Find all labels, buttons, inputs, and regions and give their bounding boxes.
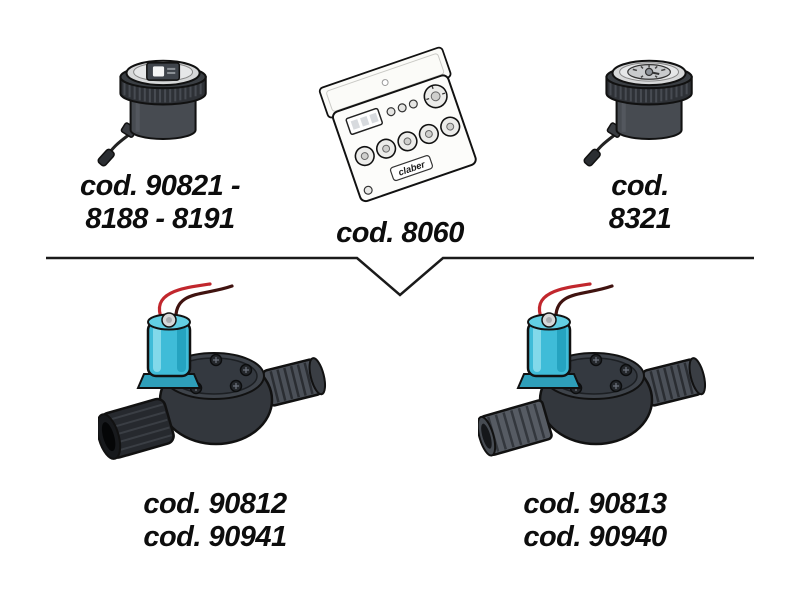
solenoid-valve-male-illustration <box>478 278 716 483</box>
controller-lcd <box>345 107 383 135</box>
timer-top-cap <box>125 59 201 87</box>
timer-left-code-label: cod. 90821 - 8188 - 8191 <box>38 170 282 236</box>
controller-code-text: cod. 8060 <box>336 217 464 249</box>
timer-left-code-line1: cod. 90821 - <box>79 170 241 202</box>
claber-logo: claber <box>389 155 434 182</box>
timer-right-code-line2: 8321 <box>608 203 672 235</box>
valve-right-code-line1: cod. 90813 <box>523 488 667 520</box>
valve-left-code-label: cod. 90812 cod. 90941 <box>95 488 335 554</box>
battery-timer-left-illustration <box>92 44 224 172</box>
solenoid-valve-female-illustration <box>98 278 336 483</box>
controller-drawing: claber <box>318 46 477 203</box>
controller-lid <box>318 46 452 119</box>
connector-line <box>46 256 754 297</box>
timer-right-code-line1: cod. <box>611 170 669 202</box>
timer-right-code-label: cod. 8321 <box>560 170 720 236</box>
controller-main-dial <box>423 84 448 109</box>
battery-timer-left-drawing <box>97 59 207 167</box>
valve-right-code-label: cod. 90813 cod. 90940 <box>475 488 715 554</box>
timer-top-cap <box>611 59 687 87</box>
valve-solenoid <box>136 312 202 389</box>
valve-inlet-male-thread <box>478 399 553 457</box>
valve-left-code-line1: cod. 90812 <box>143 488 287 520</box>
valve-male-drawing <box>478 282 707 457</box>
valve-wires <box>158 282 234 322</box>
controller-buttons <box>386 99 418 117</box>
valve-wires <box>538 282 614 322</box>
timer-dial <box>627 64 672 80</box>
timer-left-code-line2: 8188 - 8191 <box>85 203 235 235</box>
valve-female-drawing <box>98 282 327 460</box>
battery-timer-right-drawing <box>583 59 693 167</box>
controller-code-label: cod. 8060 <box>300 217 500 250</box>
controller-screw <box>363 185 373 195</box>
valve-right-code-line2: cod. 90940 <box>523 521 667 553</box>
valve-inlet-female-coupling <box>98 397 175 460</box>
controller-zone-knobs <box>354 116 461 167</box>
battery-timer-right-illustration <box>578 44 710 172</box>
controller-illustration: claber <box>316 40 488 228</box>
valve-solenoid <box>516 312 582 389</box>
valve-left-code-line2: cod. 90941 <box>143 521 287 553</box>
